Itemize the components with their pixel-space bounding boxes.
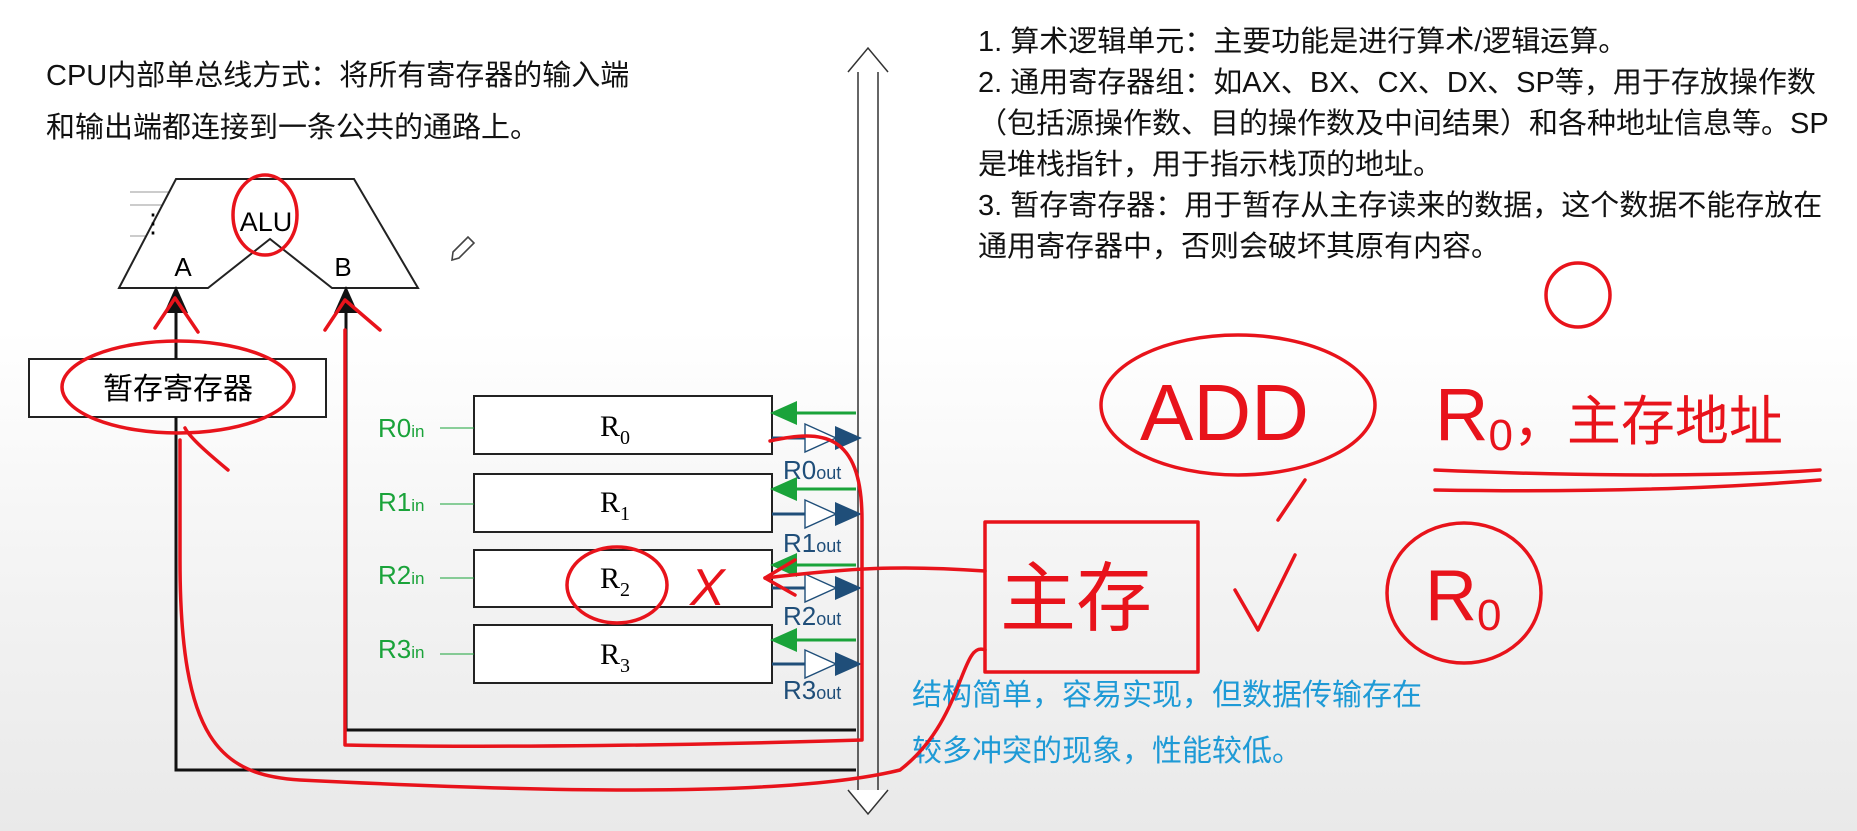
r3-sub: 3: [620, 655, 630, 677]
r0-out-label: R0out: [783, 455, 841, 485]
bus-to-register-arrows: [770, 401, 856, 652]
handwritten-annotations: [60, 173, 1822, 792]
note-alu: 1. 算术逻辑单元：主要功能是进行算术/逻辑运算。: [978, 26, 1628, 58]
note-general-registers: 2. 通用寄存器组：如AX、BX、CX、DX、SP等，用于存放操作数（包括源操作…: [978, 67, 1829, 181]
memory-to-r2-arrowhead: [763, 558, 797, 597]
r0-in-label: R0in: [378, 413, 424, 443]
r1-out-label: R1out: [783, 528, 841, 558]
add-circle: [1099, 333, 1377, 477]
alu-port-a: A: [174, 252, 192, 282]
r2-out-label: R2out: [783, 601, 841, 631]
temp-arrow-tail: [183, 426, 230, 472]
temp-register-label: 暂存寄存器: [103, 373, 253, 406]
r3-out-label: R3out: [783, 675, 841, 705]
temp-register: 暂存寄存器: [28, 358, 327, 418]
input-signal-lines: [440, 427, 474, 655]
caret-b: [323, 298, 382, 332]
output-signals: R0out R1out R2out R3out: [783, 455, 841, 705]
caret-a: [153, 296, 200, 334]
main-memory-box: [983, 520, 1200, 674]
register-r1: R1: [473, 473, 773, 533]
temp-register-circle: [60, 339, 296, 435]
notes-list: 1. 算术逻辑单元：主要功能是进行算术/逻辑运算。 2. 通用寄存器组：如AX、…: [978, 22, 1838, 268]
memory-to-temp-path: [178, 438, 987, 792]
alu-unit: ALU A B ⋮: [117, 178, 420, 289]
r1-sub: 1: [620, 503, 630, 525]
r0-name: R: [600, 410, 620, 443]
alu-port-b: B: [334, 252, 351, 282]
r0-sub: 0: [620, 427, 630, 449]
svg-text:R2: R2: [600, 562, 630, 601]
add-label: ADD: [1140, 368, 1309, 457]
note-temp-register: 3. 暂存寄存器：用于暂存从主存读来的数据，这个数据不能存放在通用寄存器中，否则…: [978, 190, 1823, 263]
r0-to-b-path: [343, 328, 864, 748]
check-mark: [1233, 553, 1297, 632]
summary-text: 结构简单，容易实现，但数据传输存在 较多冲突的现象，性能较低。: [912, 668, 1552, 780]
ellipsis-icon: ⋮: [140, 208, 166, 238]
r1-name: R: [600, 486, 620, 519]
register-r2: R2: [473, 549, 773, 608]
register-r0: R0: [473, 395, 773, 455]
operands-label: R0，主存地址: [1435, 373, 1783, 460]
add-arrow: [1276, 478, 1307, 522]
intro-line-1: CPU内部单总线方式：将所有寄存器的输入端: [46, 60, 630, 92]
svg-text:R3: R3: [600, 638, 630, 677]
x-mark: X: [689, 559, 727, 617]
operand-underline: [1433, 468, 1822, 493]
overwrite-circle: [1544, 261, 1612, 329]
summary-line-1: 结构简单，容易实现，但数据传输存在: [912, 679, 1422, 712]
r3-name: R: [600, 638, 620, 671]
intro-line-2: 和输出端都连接到一条公共的通路上。: [46, 112, 540, 144]
r1-in-label: R1in: [378, 487, 424, 517]
r2-in-label: R2in: [378, 560, 424, 590]
input-signals: R0in R1in R2in R3in: [378, 413, 424, 664]
svg-text:R1: R1: [600, 486, 630, 525]
svg-text:R0: R0: [600, 410, 630, 449]
handwritten-text: X 主存 ADD R0，主存地址 R0: [689, 368, 1783, 642]
r0-circle: [1385, 521, 1543, 665]
r2-circle: [565, 545, 669, 625]
intro-text: CPU内部单总线方式：将所有寄存器的输入端 和输出端都连接到一条公共的通路上。: [46, 50, 786, 154]
pencil-icon: [451, 235, 476, 262]
main-memory-label: 主存: [1000, 557, 1152, 642]
summary-line-2: 较多冲突的现象，性能较低。: [912, 735, 1302, 768]
register-r3: R3: [473, 624, 773, 684]
r0-annotation: R0: [1425, 556, 1501, 640]
alu-label: ALU: [240, 207, 293, 237]
alu-circle: [231, 173, 299, 257]
r3-in-label: R3in: [378, 634, 424, 664]
r2-name: R: [600, 562, 620, 595]
internal-bus: [847, 46, 889, 816]
memory-to-r2-arrow: [763, 566, 987, 580]
r2-sub: 2: [620, 579, 630, 601]
